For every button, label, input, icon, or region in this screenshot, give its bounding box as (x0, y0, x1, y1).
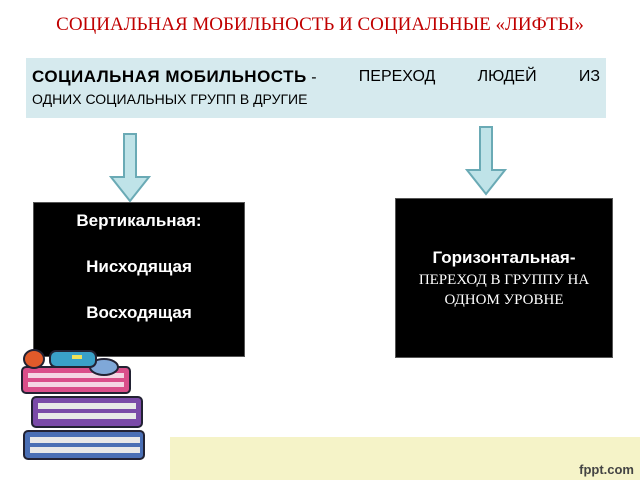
vertical-title: Вертикальная: (76, 211, 202, 230)
definition-line-2: ОДНИХ СОЦИАЛЬНЫХ ГРУПП В ДРУГИЕ (32, 91, 308, 107)
definition-word-2: ЛЮДЕЙ (477, 68, 537, 85)
definition-term-group: СОЦИАЛЬНАЯ МОБИЛЬНОСТЬ - (32, 66, 317, 89)
down-arrow-right-icon (465, 126, 507, 196)
definition-term: СОЦИАЛЬНАЯ МОБИЛЬНОСТЬ (32, 67, 307, 86)
definition-box: СОЦИАЛЬНАЯ МОБИЛЬНОСТЬ - ПЕРЕХОД ЛЮДЕЙ И… (26, 58, 606, 118)
horizontal-desc-line-1: ПЕРЕХОД В ГРУППУ НА (418, 272, 590, 288)
vertical-downward: Нисходящая (86, 257, 192, 276)
definition-word-1: ПЕРЕХОД (358, 68, 436, 85)
definition-line-1: СОЦИАЛЬНАЯ МОБИЛЬНОСТЬ - ПЕРЕХОД ЛЮДЕЙ И… (32, 66, 600, 89)
vertical-mobility-box: Вертикальная: Нисходящая Восходящая (33, 202, 245, 357)
vertical-upward: Восходящая (86, 303, 192, 322)
horizontal-mobility-box: Горизонтальная- ПЕРЕХОД В ГРУППУ НА ОДНО… (395, 198, 613, 358)
horizontal-desc-line-2: ОДНОМ УРОВНЕ (444, 292, 564, 308)
fppt-watermark: fppt.com (579, 462, 634, 477)
definition-word-3: ИЗ (578, 68, 600, 85)
definition-dash: - (311, 69, 317, 86)
down-arrow-left-icon (109, 133, 151, 203)
footer-bar (170, 437, 640, 480)
slide-title: СОЦИАЛЬНАЯ МОБИЛЬНОСТЬ И СОЦИАЛЬНЫЕ «ЛИФ… (56, 14, 584, 35)
book-stack-icon (21, 349, 145, 460)
horizontal-title: Горизонтальная- (432, 248, 576, 267)
